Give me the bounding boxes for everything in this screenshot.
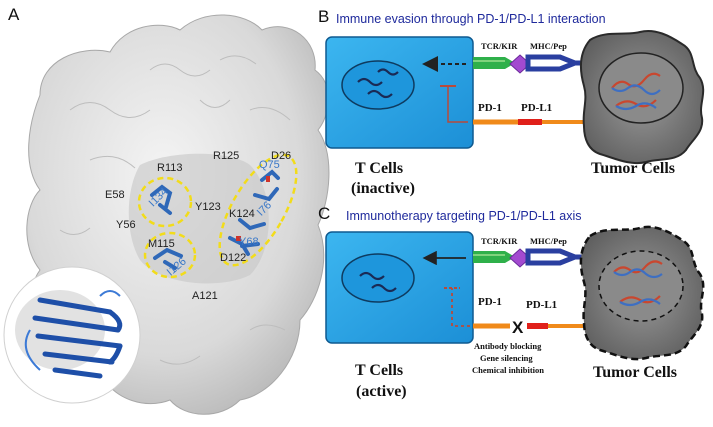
panel-b-tcell-label-2: (inactive) (351, 180, 415, 197)
residue-d26: D26 (271, 150, 291, 162)
tumor-dna-b (611, 72, 661, 111)
residue-r125: R125 (213, 150, 239, 162)
panel-c-pd1-label: PD-1 (478, 296, 502, 308)
t-cell-dna (357, 68, 399, 99)
residue-a121: A121 (192, 290, 218, 302)
residue-y56: Y56 (116, 219, 136, 231)
residue-sticks (150, 169, 280, 270)
residue-e58: E58 (105, 189, 125, 201)
residue-y123: Y123 (195, 201, 221, 213)
residue-oxygens (236, 176, 270, 241)
panel-c-letter: C (318, 204, 330, 223)
ribbon-inset (3, 266, 141, 404)
inhibition-line (447, 86, 468, 123)
panel-b-tumor-label: Tumor Cells (591, 160, 675, 177)
panel-c-tcell-label-2: (active) (356, 383, 407, 400)
tcr-mhc-complex-c (473, 248, 585, 268)
panel-c-pdl1-label: PD-L1 (526, 299, 557, 311)
tumor-nucleus-c (598, 250, 684, 322)
panel-c-mhc-label: MHC/Pep (530, 236, 567, 246)
pocket-ellipse-3 (218, 153, 298, 267)
panel-c-title: Immunotherapy targeting PD-1/PD-L1 axis (346, 209, 582, 223)
residue-m115: M115 (148, 238, 175, 250)
panel-a-letter: A (8, 5, 20, 24)
panel-c: C Immunotherapy targeting PD-1/PD-L1 axi… (318, 204, 705, 400)
panel-b-mhc-label: MHC/Pep (530, 41, 567, 51)
panel-b-letter: B (318, 7, 329, 26)
block-method-1: Antibody blocking (474, 341, 542, 351)
panel-c-tumor-label: Tumor Cells (593, 364, 677, 381)
panel-b-pd1-label: PD-1 (478, 102, 502, 114)
panel-b-title: Immune evasion through PD-1/PD-L1 intera… (336, 12, 606, 26)
residue-r113: R113 (157, 162, 182, 174)
tcr-mhc-complex (473, 54, 585, 74)
panel-b: B Immune evasion through PD-1/PD-L1 inte… (318, 7, 705, 197)
panel-b-tcell-label-1: T Cells (355, 160, 403, 177)
block-method-3: Chemical inhibition (472, 365, 544, 375)
residue-d122: D122 (220, 252, 246, 264)
block-x: X (512, 318, 524, 337)
t-cell-dna-c (359, 271, 397, 293)
tumor-dna-c (613, 260, 663, 307)
block-method-2: Gene silencing (480, 353, 533, 363)
pocket-ellipse-2 (143, 231, 197, 279)
panel-a: A (3, 5, 330, 415)
inhibition-line-c (451, 288, 470, 327)
panel-b-tcr-label: TCR/KIR (481, 41, 518, 51)
panel-b-pdl1-label: PD-L1 (521, 102, 552, 114)
residue-k124: K124 (229, 208, 255, 220)
panel-c-tcr-label: TCR/KIR (481, 236, 518, 246)
residue-y68: Y68 (239, 236, 259, 248)
pocket-ellipse-1 (137, 176, 193, 228)
residue-q75: Q75 (259, 159, 280, 171)
panel-c-tcell-label-1: T Cells (355, 362, 403, 379)
